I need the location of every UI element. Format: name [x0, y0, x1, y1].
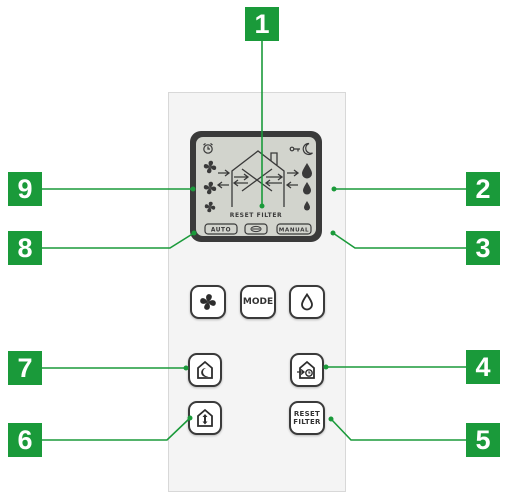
humidity-drop-icon-low [304, 201, 310, 211]
night-mode-button[interactable] [188, 353, 222, 387]
lcd-auto-box [204, 223, 238, 235]
callout-6: 6 [8, 423, 42, 457]
water-drop-icon [301, 293, 313, 311]
callout-3: 3 [466, 231, 500, 265]
callout-7: 7 [8, 351, 42, 385]
reset-filter-button-line1: RESET [293, 410, 321, 418]
lcd-screen [196, 137, 316, 236]
key-icon [289, 146, 300, 152]
fan-speed-icon-high [203, 160, 217, 174]
lcd-manual-label: MANUAL [279, 228, 309, 234]
house-boost-icon [197, 408, 213, 427]
boost-button[interactable] [188, 401, 222, 435]
leader-line-5 [330, 418, 466, 441]
lcd-reset-filter-label: RESET FILTER [230, 212, 283, 219]
house-heat-recovery-icon [216, 150, 300, 207]
humidity-drop-icon-high [302, 163, 312, 179]
timer-button[interactable] [290, 353, 324, 387]
callout-8: 8 [8, 231, 42, 265]
fan-speed-button[interactable] [190, 285, 226, 319]
reset-filter-button-line2: FILTER [293, 418, 321, 426]
humidity-button[interactable] [289, 285, 325, 319]
house-moon-icon [197, 360, 213, 379]
filter-icon [250, 225, 262, 233]
callout-2: 2 [466, 172, 500, 206]
leader-line-3 [332, 232, 466, 249]
fan-icon [200, 294, 216, 310]
lcd-auto-label: AUTO [211, 228, 231, 234]
alarm-clock-icon [203, 143, 213, 154]
callout-4: 4 [466, 350, 500, 384]
mode-button[interactable]: MODE [240, 285, 276, 319]
fan-speed-icon-medium [203, 181, 217, 195]
lcd-filter-box [244, 223, 268, 235]
moon-icon [302, 142, 313, 156]
house-timer-icon [297, 360, 315, 379]
lcd-manual-box [276, 223, 312, 235]
callout-5: 5 [466, 423, 500, 457]
reset-filter-button[interactable]: RESET FILTER [289, 401, 325, 435]
callout-1: 1 [245, 7, 279, 41]
callout-9: 9 [8, 172, 42, 206]
humidity-drop-icon-medium [303, 182, 311, 195]
lcd-display: RESET FILTER AUTO MANUAL [203, 142, 313, 235]
fan-speed-icon-low [204, 201, 216, 213]
